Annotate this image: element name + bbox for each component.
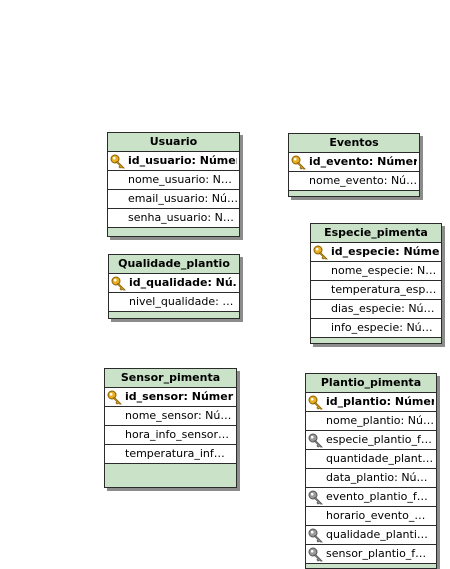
field-list: id_evento: Númer… nome_evento: Nú…	[289, 153, 419, 191]
field-label: sensor_plantio_f…	[326, 547, 427, 560]
field-row[interactable]: id_sensor: Númer…	[105, 388, 236, 407]
field-row[interactable]: data_plantio: Nú…	[306, 469, 436, 488]
entity-eventos[interactable]: Eventos id_evento: Númer… nome_evento: Nú…	[288, 133, 420, 197]
field-list: id_especie: Núme… nome_especie: N… tempera…	[311, 243, 441, 338]
field-label: qualidade_planti…	[326, 528, 428, 541]
field-row[interactable]: info_especie: Nú…	[311, 319, 441, 338]
field-label: id_usuario: Númer…	[128, 154, 237, 167]
field-row[interactable]: temperatura_esp…	[311, 281, 441, 300]
entity-sensor-pimenta[interactable]: Sensor_pimenta id_sensor: Númer… nome_sen…	[104, 368, 237, 488]
entity-footer	[105, 464, 236, 487]
field-row[interactable]: quantidade_plant…	[306, 450, 436, 469]
entity-footer	[108, 228, 239, 236]
field-row[interactable]: hora_info_sensor…	[105, 426, 236, 445]
entity-title: Qualidade_plantio	[109, 255, 239, 274]
field-list: id_usuario: Númer… nome_usuario: N… email_…	[108, 152, 239, 228]
field-row[interactable]: nome_sensor: Nú…	[105, 407, 236, 426]
field-label: id_especie: Núme…	[331, 245, 439, 258]
foreign-key-icon	[308, 527, 324, 543]
field-label: id_sensor: Númer…	[125, 390, 234, 403]
field-row[interactable]: id_evento: Númer…	[289, 153, 419, 172]
field-label: nome_sensor: Nú…	[125, 409, 232, 422]
primary-key-icon	[308, 394, 324, 410]
field-list: id_sensor: Númer… nome_sensor: Nú… hora_in…	[105, 388, 236, 464]
field-row[interactable]: especie_plantio_f…	[306, 431, 436, 450]
field-label: dias_especie: Nú…	[331, 302, 435, 315]
field-row[interactable]: evento_plantio_f…	[306, 488, 436, 507]
field-label: id_qualidade: Nú…	[129, 276, 237, 289]
field-row[interactable]: id_usuario: Númer…	[108, 152, 239, 171]
entity-usuario[interactable]: Usuario id_usuario: Númer… nome_usuario: …	[107, 132, 240, 237]
foreign-key-icon	[308, 489, 324, 505]
entity-title: Plantio_pimenta	[306, 374, 436, 393]
entity-qualidade-plantio[interactable]: Qualidade_plantio id_qualidade: Nú… nivel…	[108, 254, 240, 319]
field-label: id_plantio: Númer…	[326, 395, 434, 408]
field-label: info_especie: Nú…	[331, 321, 433, 334]
field-label: data_plantio: Nú…	[326, 471, 428, 484]
foreign-key-icon	[308, 432, 324, 448]
field-label: nome_usuario: N…	[128, 173, 232, 186]
primary-key-icon	[107, 389, 123, 405]
entity-title: Sensor_pimenta	[105, 369, 236, 388]
field-row[interactable]: nome_usuario: N…	[108, 171, 239, 190]
field-label: especie_plantio_f…	[326, 433, 432, 446]
foreign-key-icon	[308, 546, 324, 562]
entity-plantio-pimenta[interactable]: Plantio_pimenta id_plantio: Númer… nome_p…	[305, 373, 437, 569]
field-label: senha_usuario: N…	[128, 211, 234, 224]
entity-footer	[306, 564, 436, 568]
entity-title: Especie_pimenta	[311, 224, 441, 243]
field-label: quantidade_plant…	[326, 452, 434, 465]
field-row[interactable]: sensor_plantio_f…	[306, 545, 436, 564]
field-label: nivel_qualidade: …	[129, 295, 234, 308]
field-row[interactable]: nome_evento: Nú…	[289, 172, 419, 191]
field-row[interactable]: horario_evento_…	[306, 507, 436, 526]
field-label: nome_especie: N…	[331, 264, 437, 277]
entity-title: Usuario	[108, 133, 239, 152]
entity-especie-pimenta[interactable]: Especie_pimenta id_especie: Núme… nome_es…	[310, 223, 442, 344]
field-label: nome_evento: Nú…	[309, 174, 417, 187]
entity-footer	[311, 338, 441, 343]
field-label: temperatura_esp…	[331, 283, 437, 296]
field-label: temperatura_inf…	[125, 447, 225, 460]
field-label: evento_plantio_f…	[326, 490, 428, 503]
primary-key-icon	[313, 244, 329, 260]
field-row[interactable]: id_qualidade: Nú…	[109, 274, 239, 293]
entity-footer	[289, 191, 419, 196]
field-label: horario_evento_…	[326, 509, 426, 522]
field-label: id_evento: Númer…	[309, 155, 417, 168]
primary-key-icon	[291, 154, 307, 170]
entity-title: Eventos	[289, 134, 419, 153]
field-row[interactable]: nome_especie: N…	[311, 262, 441, 281]
field-label: nome_plantio: Nú…	[326, 414, 434, 427]
field-row[interactable]: id_plantio: Númer…	[306, 393, 436, 412]
field-label: hora_info_sensor…	[125, 428, 230, 441]
field-row[interactable]: nome_plantio: Nú…	[306, 412, 436, 431]
field-label: email_usuario: Nú…	[128, 192, 237, 205]
field-row[interactable]: email_usuario: Nú…	[108, 190, 239, 209]
primary-key-icon	[110, 153, 126, 169]
field-row[interactable]: temperatura_inf…	[105, 445, 236, 464]
field-list: id_plantio: Númer… nome_plantio: Nú… espec…	[306, 393, 436, 564]
field-row[interactable]: senha_usuario: N…	[108, 209, 239, 228]
field-row[interactable]: nivel_qualidade: …	[109, 293, 239, 312]
field-list: id_qualidade: Nú… nivel_qualidade: …	[109, 274, 239, 312]
field-row[interactable]: id_especie: Núme…	[311, 243, 441, 262]
primary-key-icon	[111, 275, 127, 291]
entity-footer	[109, 312, 239, 318]
field-row[interactable]: qualidade_planti…	[306, 526, 436, 545]
field-row[interactable]: dias_especie: Nú…	[311, 300, 441, 319]
